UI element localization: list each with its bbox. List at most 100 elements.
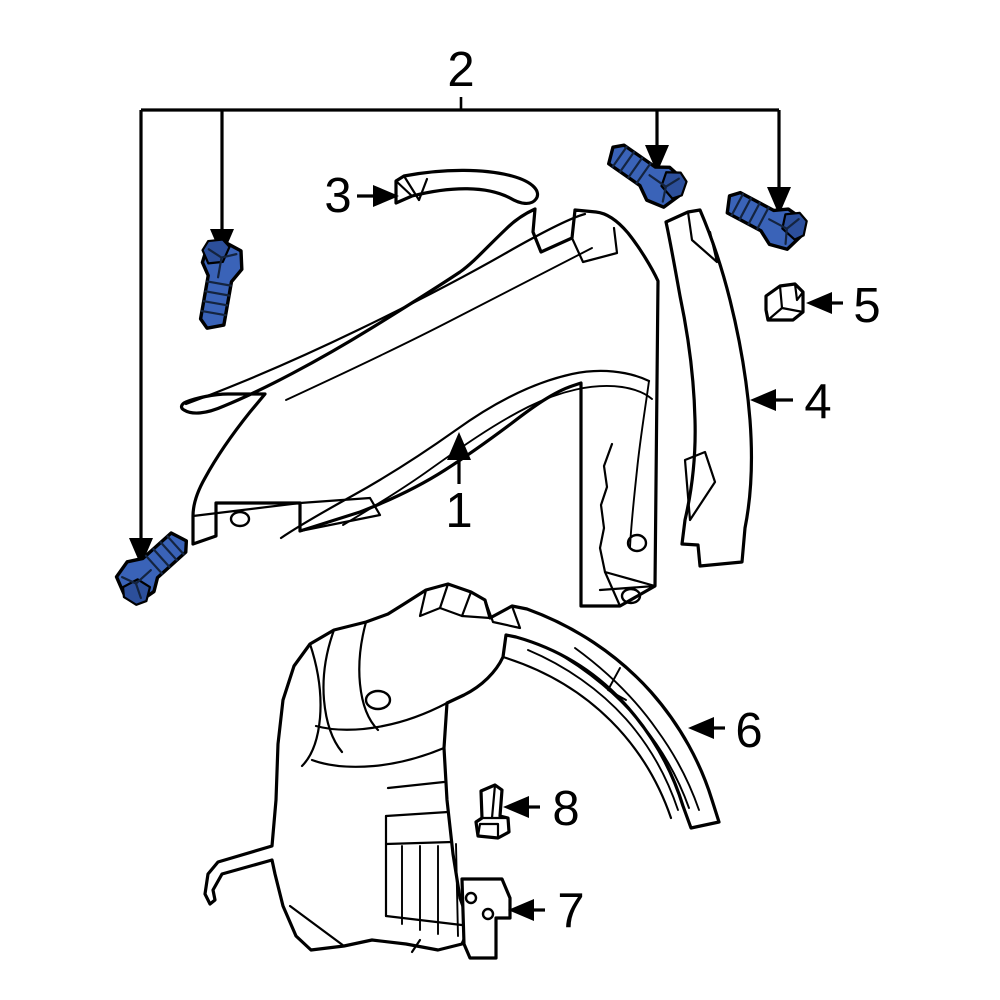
side-seal-body [664,208,753,568]
callout-label-6: 6 [735,704,762,758]
bolt-thread-3 [159,541,178,562]
fender-wheel-arch-outer [279,369,651,540]
liner-front-rib-vert [358,620,380,732]
callout-3-arrow [373,185,399,207]
liner-rib-panel-mid [384,810,450,818]
liner-skirt-fold [288,904,346,948]
liner-front-rib-vert-b [322,628,344,754]
fender-hood-notch [570,226,619,264]
fender-character-line-lower [285,247,593,401]
liner-bottom-notch [410,938,422,954]
callout-4-arrow [750,389,776,411]
fender-rear-hole-upper [626,533,648,553]
bolt-thread-2 [747,201,761,226]
liner-front-mid-edge [310,746,446,768]
part-seal-retainer-clip [764,282,805,322]
bolt-hex-center [216,256,223,279]
bolt-hex-center [648,174,667,188]
seal-clip-facet-b [780,306,805,314]
callout-label-1: 1 [445,484,472,538]
side-seal-notch [680,542,700,547]
bolt-hex-center [768,218,788,230]
callout-3-leader-group [357,185,399,207]
liner-rib-4 [455,843,459,937]
callout-label-8: 8 [552,782,579,836]
fender-outline [179,207,660,608]
fender-lower-flange-top [191,501,302,518]
liner-arch-rib-1 [527,649,679,811]
liner-front-edge-fold [300,642,322,768]
callout-5-arrow [806,292,832,314]
liner-skirt-top [220,858,274,876]
callout-1-arrow [447,432,471,460]
fender-character-line-upper [184,212,587,406]
callout-5-leader-group [806,292,843,314]
bolt-thread-3 [738,197,753,221]
liner-tab-right [483,598,522,630]
callout-2-arrow-left [129,538,153,566]
callout-6-leader-group [688,717,725,739]
mounting-bracket-hole-upper [464,891,478,905]
liner-arch-rib-3 [574,647,700,811]
part-liner-mounting-bracket [460,877,512,960]
liner-skirt-edge [273,872,298,938]
liner-arch-rib-2 [551,649,690,809]
liner-rib-panel-bottom [384,914,472,928]
liner-tab-left-edge [460,614,492,620]
bolt-thread-4 [200,309,227,317]
liner-arch-inner-edge [501,655,673,820]
bolt-hex-center [134,569,152,585]
side-seal-top-facet [686,210,719,264]
bolt-thread-4 [611,145,628,168]
callout-label-4: 4 [804,375,831,429]
liner-clip-base [476,822,500,840]
bolt-thread-3 [619,151,636,173]
fastener-bolt-upper-left [198,238,244,330]
molding-strip-facet-c [417,177,429,202]
callout-label-7: 7 [557,884,584,938]
liner-body [203,582,721,952]
callout-1-leader-group [447,432,471,484]
fender-wheel-arch-inner [342,385,653,526]
liner-front-upper-edge [314,701,449,731]
callout-7-arrow [508,899,534,921]
liner-rib-panel-top [386,780,446,790]
bolt-washer [781,211,808,241]
liner-arch-notch [607,667,627,701]
callout-2-arrow-right [767,187,791,215]
fender-rear-hole-lower [620,587,642,605]
part-fender-side-seal [664,208,753,568]
bolt-thread-1 [756,206,770,230]
bolt-thread-1 [635,162,652,185]
fastener-bolt-lower-left [114,531,189,606]
molding-strip-facet-a [394,179,414,198]
liner-rib-panel-low [384,840,454,846]
bolt-thread-1 [206,280,232,287]
fender-rear-base-a [603,570,657,588]
callout-6-arrow [688,717,714,739]
bolt-thread-4 [166,535,185,556]
seal-clip-body [764,282,805,322]
molding-strip-body [394,168,540,205]
side-seal-mid-facet [683,450,717,522]
part-liner-retainer-clip [474,783,511,840]
bolt-thread-2 [152,547,171,568]
callout-8-arrow [503,796,529,818]
part-fender-panel [179,207,660,608]
fender-rear-base-b [598,584,657,592]
bolt-thread-3 [202,300,229,307]
molding-strip-facet-b [402,174,421,202]
bolt-thread-4 [730,192,745,217]
callout-label-2: 2 [447,43,474,97]
bolt-washer [660,171,688,200]
bolt-thread-1 [144,554,164,575]
fender-rear-post-profile [598,442,622,608]
seal-clip-facet-c [793,282,805,302]
callout-2-arrow-three [645,145,669,173]
liner-tab-far-left [418,588,442,618]
mounting-bracket-hole-lower [481,907,495,921]
callout-4-leader-group [750,389,793,411]
bolt-washer [121,578,152,606]
